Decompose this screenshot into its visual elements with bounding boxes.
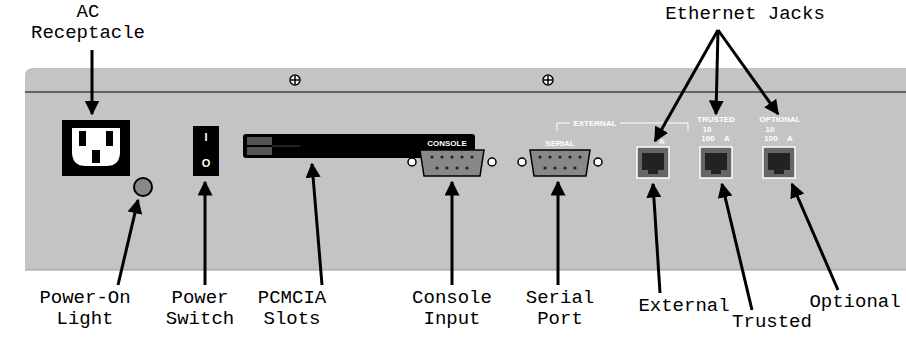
part-label: Console Input xyxy=(402,288,502,330)
part-label: Serial Port xyxy=(515,288,605,330)
part-label: Optional xyxy=(808,292,902,313)
console-connector xyxy=(408,150,496,176)
part-label: Power Switch xyxy=(155,288,245,330)
ac-receptacle xyxy=(62,120,130,176)
panel-print: 10 xyxy=(762,125,778,134)
panel-print: A xyxy=(784,134,796,143)
part-label: External xyxy=(634,296,734,317)
ethernet-jack xyxy=(637,147,669,178)
part-label: AC Receptacle xyxy=(23,2,153,44)
power-on-light xyxy=(134,178,152,196)
leader-arrows xyxy=(92,30,838,310)
panel-body xyxy=(25,68,906,270)
panel-print: 100 xyxy=(761,134,781,143)
panel-print: EXTERNAL xyxy=(570,119,620,128)
part-label: Power-On Light xyxy=(30,288,140,330)
panel-print: 100 xyxy=(698,134,718,143)
ethernet-jack xyxy=(763,147,795,178)
screw xyxy=(290,75,300,85)
panel-lip xyxy=(25,92,906,93)
serial-connector xyxy=(518,150,602,176)
ethernet-jack xyxy=(700,147,732,178)
panel-print: A xyxy=(721,134,733,143)
part-label: Trusted xyxy=(727,312,817,333)
panel-print: CONSOLE xyxy=(417,139,477,148)
switch-mark: O xyxy=(196,157,216,169)
part-label: PCMCIA Slots xyxy=(247,288,337,330)
switch-mark: I xyxy=(196,131,216,143)
panel-print: SERIAL xyxy=(530,139,590,148)
panel-print: A xyxy=(655,137,669,146)
panel-print: 10 xyxy=(699,125,715,134)
panel-print: TRUSTED xyxy=(691,115,741,124)
part-label: Ethernet Jacks xyxy=(650,4,840,25)
power-switch xyxy=(193,126,219,176)
screw xyxy=(543,75,553,85)
panel-print: OPTIONAL xyxy=(755,115,805,124)
panel-edge xyxy=(25,270,906,271)
